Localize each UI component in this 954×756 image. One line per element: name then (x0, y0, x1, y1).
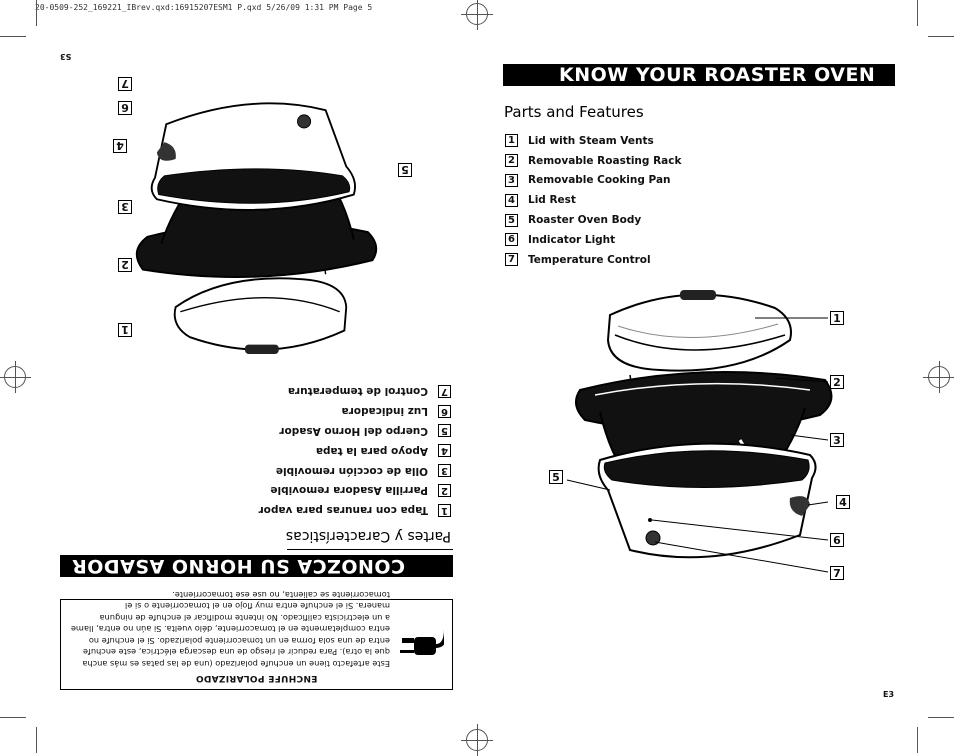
callout-1-spanish: 1 (118, 323, 132, 337)
part-label: Apoyo para la tapa (315, 444, 428, 457)
list-item: 3 Removable Cooking Pan (505, 171, 681, 191)
list-item: 6 Indicator Light (505, 230, 681, 250)
registration-mark (0, 361, 31, 393)
lid-illustration (606, 290, 792, 372)
part-number: 3 (438, 464, 451, 478)
crop-mark (36, 727, 37, 753)
list-item: 7 Control de temperatura (259, 381, 451, 401)
list-item: 7 Temperature Control (505, 250, 681, 270)
list-item: 3 Olla de cocción removible (259, 461, 451, 481)
part-label: Indicator Light (528, 233, 616, 246)
print-header: 20-0509-252_169221_IBrev.qxd:16915207ESM… (35, 3, 373, 12)
spanish-parts-list: 1 Tapa con ranuras para vapor 2 Parrilla A… (259, 381, 451, 520)
spanish-text-block: ENCHUFE POLARIZADO Este artefacto tiene … (58, 378, 453, 690)
body-illustration (597, 442, 817, 559)
note-text: Este artefacto tiene un enchufe polariza… (70, 590, 390, 669)
list-item: 5 Cuerpo del Horno Asador (259, 421, 451, 441)
crop-mark (0, 717, 26, 718)
part-label: Temperature Control (528, 253, 651, 266)
note-title: ENCHUFE POLARIZADO (195, 673, 318, 683)
part-number: 7 (438, 384, 451, 398)
spanish-title: CONOZCA SU HORNO ASADOR (60, 555, 453, 577)
callout-2: 2 (830, 375, 844, 389)
list-item: 2 Removable Roasting Rack (505, 151, 681, 171)
part-label: Removable Cooking Pan (528, 174, 671, 187)
registration-mark (461, 724, 493, 756)
part-number: 1 (505, 134, 518, 148)
crop-mark (917, 727, 918, 753)
crop-mark (36, 0, 37, 26)
callout-7: 7 (830, 566, 844, 580)
part-label: Removable Roasting Rack (528, 154, 682, 167)
crop-mark (917, 0, 918, 26)
part-label: Roaster Oven Body (528, 214, 642, 227)
part-number: 6 (438, 404, 451, 418)
part-number: 2 (438, 483, 451, 497)
registration-mark (461, 0, 493, 30)
list-item: 1 Lid with Steam Vents (505, 131, 681, 151)
part-number: 2 (505, 154, 518, 168)
list-item: 4 Apoyo para la tapa (259, 441, 451, 461)
callout-5: 5 (549, 470, 563, 484)
part-number: 6 (505, 233, 518, 247)
part-label: Tapa con ranuras para vapor (258, 504, 428, 517)
crop-mark (928, 36, 954, 37)
callout-3-spanish: 3 (118, 200, 132, 214)
list-item: 1 Tapa con ranuras para vapor (259, 500, 451, 520)
part-number: 5 (438, 424, 451, 438)
english-subtitle: Parts and Features (504, 103, 644, 121)
callout-5-spanish: 5 (398, 163, 412, 177)
divider (287, 549, 453, 550)
registration-mark (923, 361, 954, 393)
english-page-number: E3 (883, 690, 895, 699)
crop-mark (928, 717, 954, 718)
part-number: 4 (438, 444, 451, 458)
english-parts-list: 1 Lid with Steam Vents 2 Removable Roastin… (505, 131, 681, 270)
callout-1: 1 (830, 311, 844, 325)
callout-7-spanish: 7 (118, 77, 132, 91)
roaster-exploded-diagram-spanish (135, 102, 378, 354)
roaster-exploded-diagram (566, 290, 833, 573)
callout-4-spanish: 4 (113, 139, 127, 153)
callout-6: 6 (830, 533, 844, 547)
callout-4: 4 (836, 495, 850, 509)
spanish-page-number: S3 (60, 52, 72, 61)
part-number: 5 (505, 213, 518, 227)
list-item: 2 Parrilla Asadora removible (259, 480, 451, 500)
part-label: Lid Rest (528, 194, 576, 207)
part-number: 7 (505, 253, 518, 267)
plug-icon (390, 589, 448, 670)
list-item: 5 Roaster Oven Body (505, 210, 681, 230)
list-item: 6 Luz indicadora (259, 401, 451, 421)
spanish-subtitle: Partes y Características (285, 528, 451, 544)
part-label: Parrilla Asadora removible (270, 484, 428, 497)
part-label: Lid with Steam Vents (528, 134, 654, 147)
part-number: 1 (438, 503, 451, 517)
part-label: Luz indicadora (341, 405, 428, 418)
part-label: Olla de cocción removible (275, 464, 428, 477)
part-label: Cuerpo del Horno Asador (279, 424, 428, 437)
part-label: Control de temperatura (287, 385, 428, 398)
callout-6-spanish: 6 (118, 101, 132, 115)
callout-2-spanish: 2 (118, 258, 132, 272)
list-item: 4 Lid Rest (505, 190, 681, 210)
callout-3: 3 (830, 433, 844, 447)
english-title: KNOW YOUR ROASTER OVEN (503, 64, 895, 86)
polarized-plug-note: ENCHUFE POLARIZADO Este artefacto tiene … (60, 590, 453, 690)
part-number: 4 (505, 193, 518, 207)
part-number: 3 (505, 173, 518, 187)
crop-mark (0, 36, 26, 37)
